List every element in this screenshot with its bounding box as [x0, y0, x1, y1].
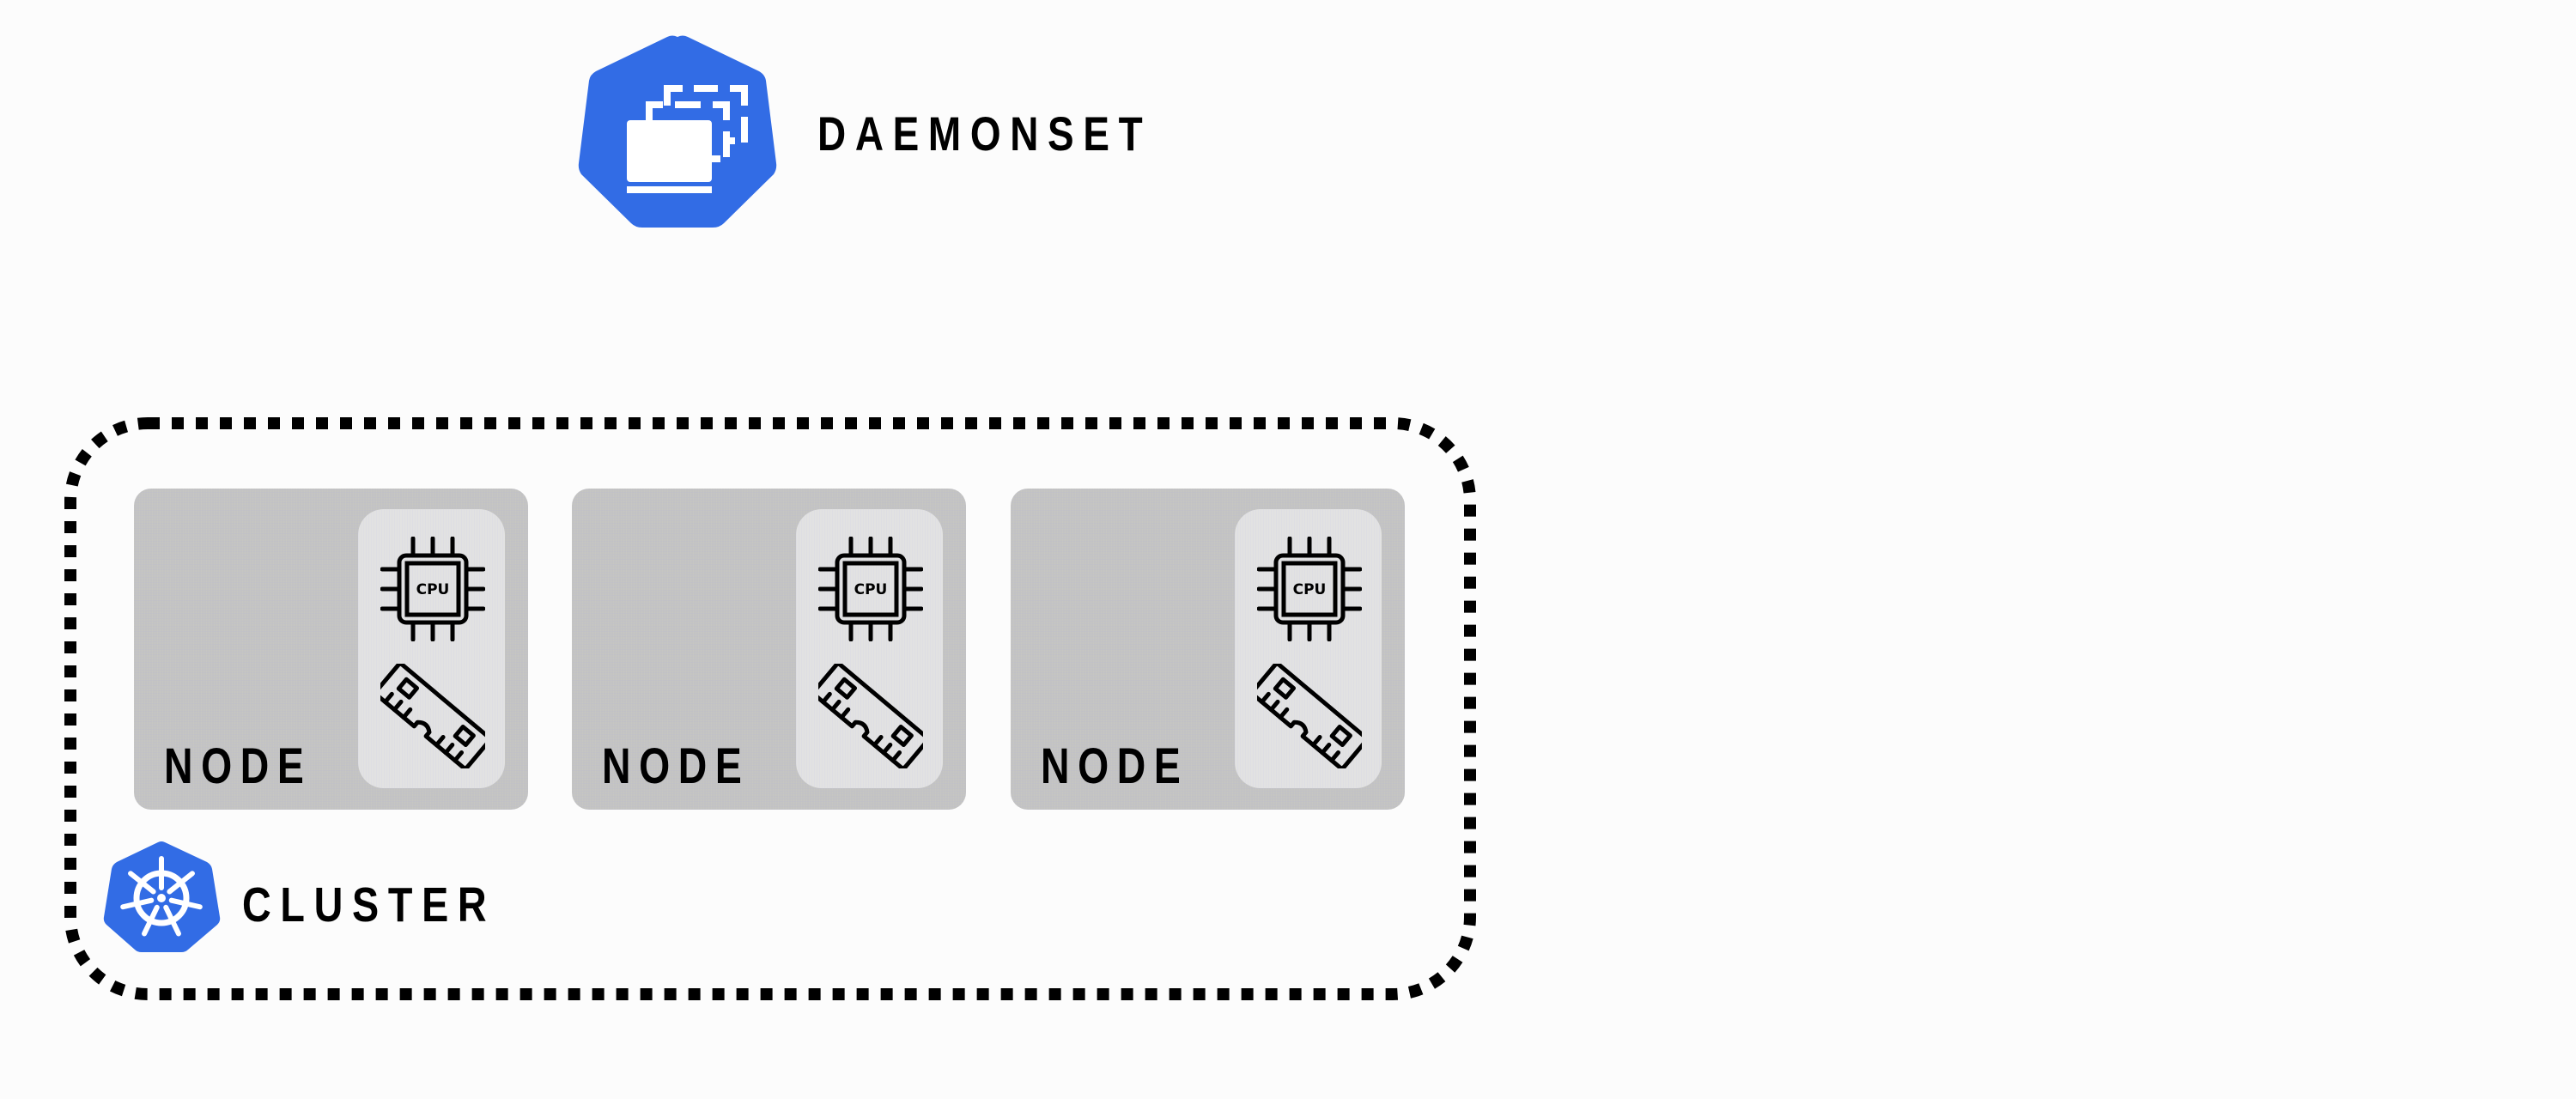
node-label: NODE: [602, 738, 750, 794]
ram-icon: [818, 664, 923, 768]
resource-panel: CPU: [1235, 509, 1382, 788]
node-1: CPU NODE: [134, 489, 528, 810]
cluster-label: CLUSTER: [242, 877, 496, 932]
ram-icon: [380, 664, 485, 768]
kubernetes-helm-icon: [103, 841, 221, 952]
resource-panel: CPU: [358, 509, 505, 788]
node-label: NODE: [164, 738, 313, 794]
node-label: NODE: [1041, 738, 1189, 794]
cpu-icon: CPU: [1257, 537, 1362, 641]
ram-icon: [1257, 664, 1362, 768]
resource-panel: CPU: [796, 509, 943, 788]
node-3: CPU NODE: [1011, 489, 1405, 810]
cpu-label: CPU: [854, 581, 888, 598]
daemonset-label: DAEMONSET: [817, 106, 1152, 161]
cpu-label: CPU: [416, 581, 450, 598]
daemonset-icon: [578, 35, 777, 228]
cpu-icon: CPU: [380, 537, 485, 641]
cpu-icon: CPU: [818, 537, 923, 641]
cpu-label: CPU: [1293, 581, 1327, 598]
node-2: CPU NODE: [572, 489, 966, 810]
